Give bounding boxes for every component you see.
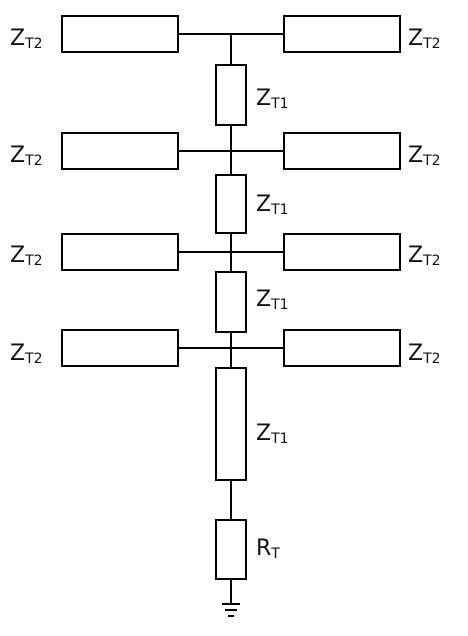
branch-impedance <box>283 15 401 53</box>
branch-label: ZT2 <box>10 341 43 367</box>
branch-label: ZT2 <box>408 26 441 52</box>
termination-resistor <box>215 519 247 580</box>
ground-icon <box>222 603 240 617</box>
series-label: ZT1 <box>256 86 289 112</box>
series-label: ZT1 <box>256 192 289 218</box>
termination-label: RT <box>256 536 280 562</box>
branch-label: ZT2 <box>408 143 441 169</box>
branch-impedance <box>61 233 179 271</box>
branch-label: ZT2 <box>10 143 43 169</box>
series-impedance <box>215 367 247 481</box>
branch-impedance <box>61 329 179 367</box>
branch-label: ZT2 <box>408 243 441 269</box>
branch-impedance <box>283 132 401 170</box>
branch-impedance <box>283 233 401 271</box>
series-impedance <box>215 64 247 126</box>
series-impedance <box>215 174 247 234</box>
series-impedance <box>215 271 247 333</box>
branch-label: ZT2 <box>408 341 441 367</box>
branch-impedance <box>61 132 179 170</box>
series-label: ZT1 <box>256 287 289 313</box>
branch-impedance <box>61 15 179 53</box>
branch-label: ZT2 <box>10 26 43 52</box>
branch-label: ZT2 <box>10 243 43 269</box>
branch-impedance <box>283 329 401 367</box>
series-label: ZT1 <box>256 421 289 447</box>
